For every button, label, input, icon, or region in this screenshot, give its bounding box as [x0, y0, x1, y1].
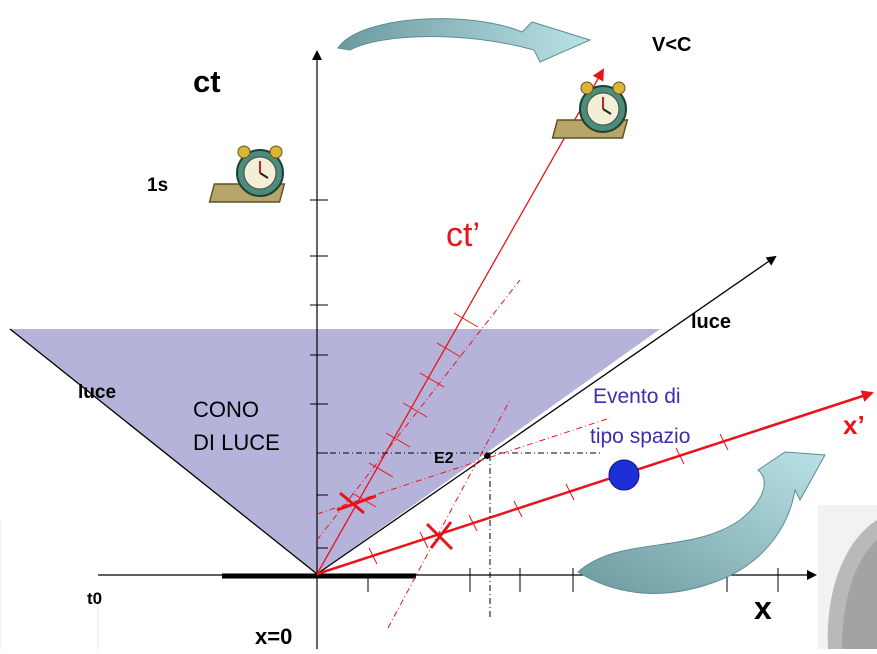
projection-lines: [316, 279, 611, 629]
e2-point: [484, 453, 490, 459]
event-label-line2: tipo spazio: [590, 425, 691, 448]
x-axis-label: x: [754, 590, 772, 626]
light-line-left: [9, 328, 318, 575]
light-cone-label-line2: DI LUCE: [193, 430, 280, 455]
origin-label: x=0: [255, 624, 293, 649]
light-line-right-label: luce: [691, 311, 732, 333]
light-cone-label-line1: CONO: [193, 397, 259, 422]
ct-prime-axis-label: ct’: [446, 216, 480, 254]
x-prime-cross: [425, 521, 454, 551]
event-dot: [608, 459, 640, 491]
alarm-clock-icon: [208, 145, 286, 203]
one-second-label: 1s: [147, 175, 169, 196]
ct-axis-label: ct: [193, 64, 221, 99]
x-prime-axis-label: x’: [843, 410, 865, 440]
velocity-label: V<C: [652, 34, 692, 56]
alarm-clock-icon: [551, 81, 629, 139]
e2-label: E2: [434, 450, 454, 467]
ct-prime-axis: [316, 68, 604, 575]
ct-prime-cross: [336, 491, 377, 515]
light-line-left-label: luce: [78, 382, 117, 403]
t0-label: t0: [87, 589, 103, 608]
light-line-right: [316, 255, 777, 575]
x-prime-axis: [316, 390, 874, 576]
x-prime-ticks: [368, 433, 729, 565]
bottom-curved-arrow: [577, 451, 826, 594]
event-label-line1: Evento di: [593, 385, 681, 408]
top-curved-arrow: [337, 18, 592, 63]
light-cone: [10, 329, 660, 574]
